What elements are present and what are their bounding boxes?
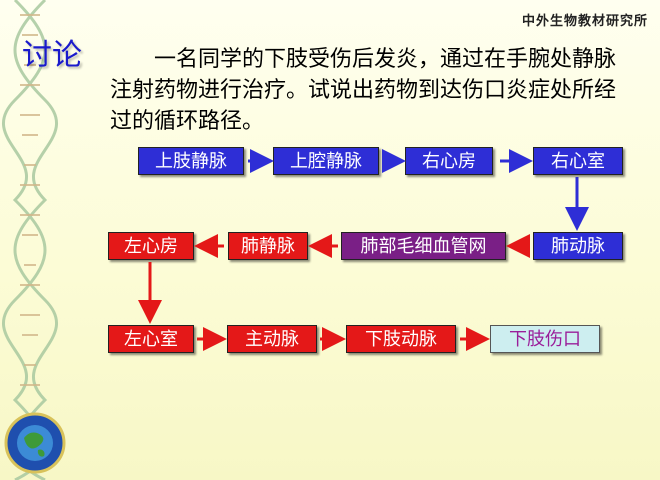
flow-step-lower-limb-wound: 下肢伤口 xyxy=(490,325,600,353)
flow-step-right-atrium: 右心房 xyxy=(405,147,493,175)
question-text: 一名同学的下肢受伤后发炎，通过在手腕处静脉注射药物进行治疗。试说出药物到达伤口炎… xyxy=(110,47,617,134)
flow-step-lower-limb-artery: 下肢动脉 xyxy=(346,325,456,353)
flow-step-pulmonary-vein: 肺静脉 xyxy=(228,232,308,260)
flow-step-right-ventricle: 右心室 xyxy=(533,147,623,175)
flow-step-aorta: 主动脉 xyxy=(227,325,317,353)
dna-helix-decoration xyxy=(1,0,59,480)
institute-label: 中外生物教材研究所 xyxy=(521,14,648,29)
flow-step-upper-limb-vein: 上肢静脉 xyxy=(138,147,244,175)
flow-step-superior-vena-cava: 上腔静脉 xyxy=(273,147,379,175)
flow-step-left-ventricle: 左心室 xyxy=(108,325,194,353)
flow-step-pulmonary-artery: 肺动脉 xyxy=(533,232,623,260)
flow-step-left-atrium: 左心房 xyxy=(108,232,194,260)
globe-logo-icon xyxy=(4,412,66,474)
page-title: 讨论 xyxy=(22,38,82,73)
flow-step-pulmonary-capillary: 肺部毛细血管网 xyxy=(341,232,506,260)
